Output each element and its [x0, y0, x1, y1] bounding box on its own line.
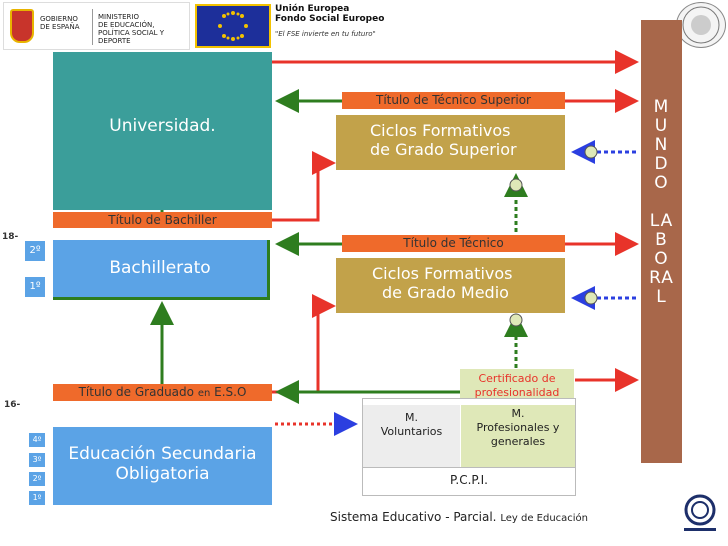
footer-sub: Ley de Educación — [500, 513, 589, 524]
mundo-laboral-bar: M U N D O LA B O RA L — [641, 20, 682, 463]
pcpi-grid: M. Voluntarios M. Profesionales y genera… — [362, 398, 576, 496]
mundo-line-9: RA — [649, 268, 674, 288]
titulo-bachiller-bar: Título de Bachiller — [53, 212, 272, 228]
seal-icon — [676, 2, 726, 48]
ministry-name: MINISTERIO DE EDUCACIÓN, POLÍTICA SOCIAL… — [98, 13, 165, 45]
eu-title-line2: Fondo Social Europeo — [275, 14, 385, 24]
node-mundo-cfgs — [584, 145, 598, 159]
cfgs-box: Ciclos Formativos de Grado Superior — [336, 115, 565, 170]
footer: Sistema Educativo - Parcial. Ley de Educ… — [330, 510, 588, 524]
government-name: GOBIERNO DE ESPAÑA — [40, 15, 80, 31]
universidad-label: Universidad. — [109, 116, 216, 136]
arrow-bachiller-to-cfgs — [272, 151, 336, 222]
titulo-tecnico-bar: Título de Técnico — [342, 235, 565, 252]
government-logo: GOBIERNO DE ESPAÑA MINISTERIO DE EDUCACI… — [3, 2, 190, 50]
titulo-eso-label-part3: E.S.O — [210, 385, 247, 399]
bachillerato-label: Bachillerato — [109, 258, 211, 278]
pcpi-label: P.C.P.I. — [450, 473, 488, 487]
cfgm-line2: de Grado Medio — [382, 283, 509, 302]
mundo-line-3: D — [654, 154, 669, 174]
titulo-tecnico-superior-bar: Título de Técnico Superior — [342, 92, 565, 109]
mundo-line-10: L — [656, 287, 667, 307]
eso-level-4: 4º — [28, 432, 46, 448]
eso-level-3: 3º — [28, 452, 46, 468]
mundo-line-6: LA — [649, 211, 674, 231]
m-profesionales-line3: generales — [490, 435, 546, 448]
age-16-marker: 16- — [4, 400, 21, 410]
m-profesionales-cell: M. Profesionales y generales — [461, 405, 575, 467]
certificado-line2: profesionalidad — [474, 386, 560, 399]
bachillerato-level-1: 1º — [24, 276, 46, 298]
mundo-line-0: M — [653, 97, 670, 117]
m-profesionales-line2: Profesionales y — [476, 421, 560, 434]
bachillerato-box: Bachillerato — [53, 240, 270, 300]
logo-divider — [92, 9, 93, 45]
node-cfgm-access — [509, 313, 523, 327]
node-mundo-cfgm — [584, 291, 598, 305]
eu-title-line1: Unión Europea — [275, 4, 350, 14]
coat-of-arms-icon — [10, 9, 34, 43]
m-profesionales-line1: M. — [511, 407, 525, 420]
footer-main: Sistema Educativo - Parcial. — [330, 510, 497, 524]
eu-motto: "El FSE invierte en tu futuro" — [275, 30, 376, 38]
mundo-line-5 — [641, 193, 682, 212]
cfgm-box: Ciclos Formativos de Grado Medio — [336, 258, 565, 313]
age-18-marker: 18- — [2, 232, 19, 242]
eu-title: Unión Europea Fondo Social Europeo — [275, 4, 384, 24]
titulo-eso-bar: Título de Graduado en E.S.O — [53, 384, 272, 401]
mundo-line-8: O — [654, 249, 669, 269]
mundo-line-7: B — [655, 230, 668, 250]
mundo-line-2: N — [654, 135, 669, 155]
cfgs-line2: de Grado Superior — [370, 140, 517, 159]
eso-label-line2: Obligatoria — [115, 464, 210, 484]
m-voluntarios-cell: M. Voluntarios — [363, 405, 460, 467]
eu-flag-icon — [195, 4, 271, 48]
eso-level-1: 1º — [28, 490, 46, 506]
bachillerato-level-2: 2º — [24, 240, 46, 262]
eso-label-line1: Educación Secundaria — [68, 444, 257, 464]
certificado-line1: Certificado de — [478, 372, 556, 385]
cpr-logo-icon — [678, 492, 722, 536]
arrow-eso-to-cfgm — [272, 294, 336, 394]
eso-level-2: 2º — [28, 471, 46, 487]
header: GOBIERNO DE ESPAÑA MINISTERIO DE EDUCACI… — [0, 0, 640, 52]
node-cfgs-access — [509, 178, 523, 192]
pcpi-divider — [363, 467, 575, 468]
eso-box: Educación Secundaria Obligatoria — [53, 427, 272, 505]
universidad-box: Universidad. — [53, 52, 272, 210]
cfgm-line1: Ciclos Formativos — [372, 264, 513, 283]
eu-logo: Unión Europea Fondo Social Europeo "El F… — [195, 2, 390, 48]
m-voluntarios-line2: Voluntarios — [380, 425, 443, 438]
mundo-line-4: O — [654, 173, 669, 193]
titulo-eso-label-part1: Título de Graduado — [78, 385, 198, 399]
cfgs-line1: Ciclos Formativos — [370, 121, 511, 140]
mundo-line-1: U — [654, 116, 669, 136]
m-voluntarios-line1: M. — [405, 411, 418, 424]
titulo-eso-label-part2: en — [197, 388, 211, 399]
